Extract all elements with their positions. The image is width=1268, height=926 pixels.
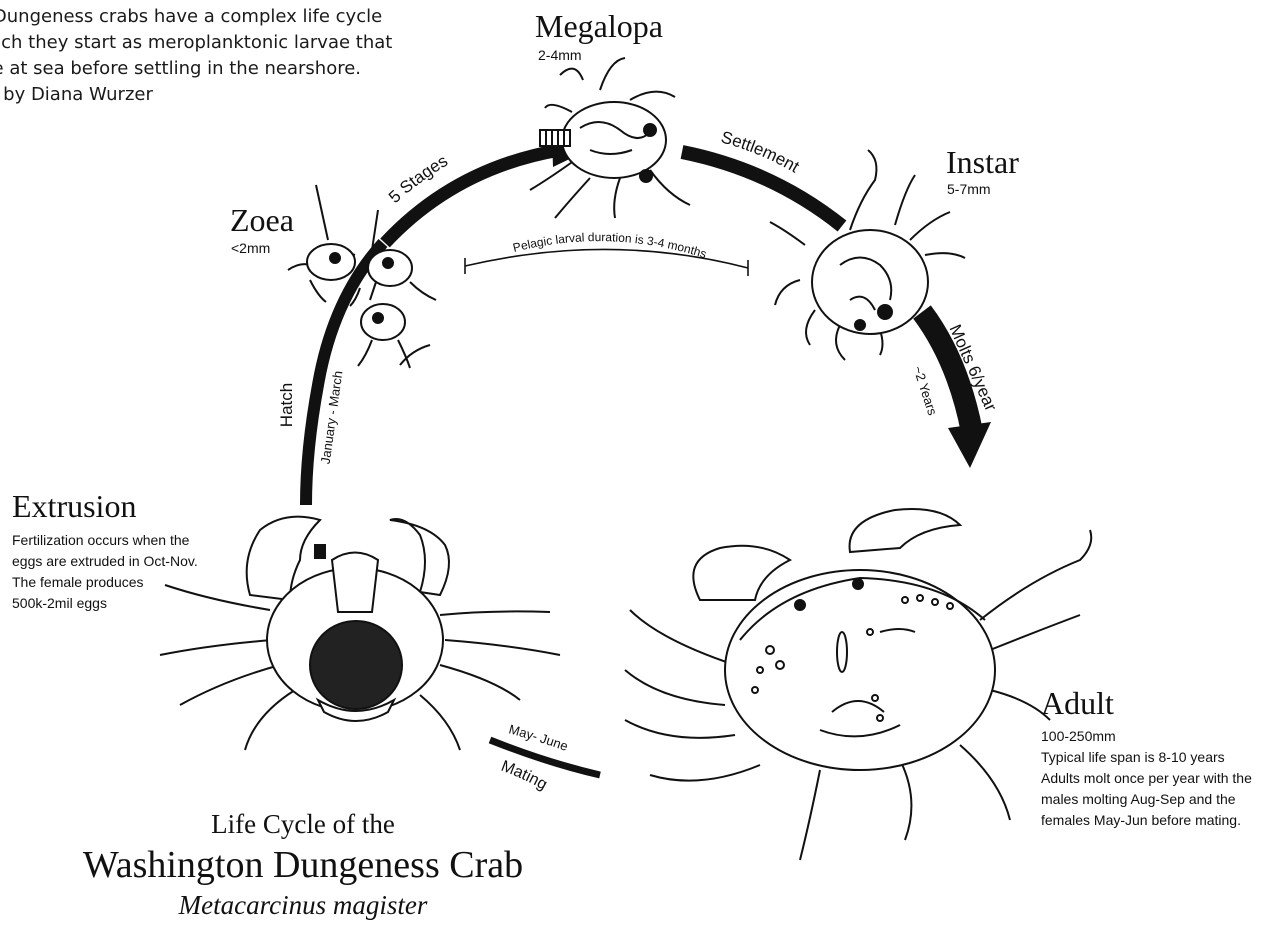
megalopa-illustration: [530, 58, 690, 218]
arrowhead: [948, 422, 991, 468]
stage-size-megalopa: 2-4mm: [538, 47, 582, 63]
scientific-name: Metacarcinus magister: [30, 888, 576, 922]
diagram-title: Life Cycle of the Washington Dungeness C…: [30, 806, 576, 922]
arrow-five-stages: [385, 150, 560, 243]
stage-title-zoea: Zoea: [230, 202, 294, 239]
title-line-2: Washington Dungeness Crab: [30, 842, 576, 888]
title-line-1: Life Cycle of the: [30, 806, 576, 842]
extrusion-illustration: [160, 517, 560, 750]
description-line: Adults molt once per year with the: [1041, 768, 1252, 789]
description-line: males molting Aug-Sep and the: [1041, 789, 1252, 810]
arrow-hatch-tail: [314, 544, 326, 559]
label-hatch: Hatch: [277, 383, 296, 427]
description-line: Typical life span is 8-10 years: [1041, 747, 1252, 768]
stage-title-adult: Adult: [1041, 685, 1114, 722]
label-pelagic-duration: Pelagic larval duration is 3-4 months: [511, 230, 708, 261]
label-two-years: ~2 Years: [910, 364, 940, 418]
stage-description-adult: 100-250mm Typical life span is 8-10 year…: [1041, 726, 1252, 831]
stage-title-megalopa: Megalopa: [535, 8, 663, 45]
stage-size-instar: 5-7mm: [947, 181, 991, 197]
description-line: The female produces: [12, 572, 198, 593]
description-line: 500k-2mil eggs: [12, 593, 198, 614]
description-line: females May-Jun before mating.: [1041, 810, 1252, 831]
label-mating: Mating: [499, 758, 550, 794]
arrow-settlement: [682, 152, 842, 226]
description-line: eggs are extruded in Oct-Nov.: [12, 551, 198, 572]
stage-title-instar: Instar: [946, 144, 1019, 181]
stage-description-extrusion: Fertilization occurs when the eggs are e…: [12, 530, 198, 614]
stage-size-zoea: <2mm: [231, 240, 270, 256]
adult-illustration: [625, 509, 1091, 860]
stage-title-extrusion: Extrusion: [12, 488, 136, 525]
description-line: 100-250mm: [1041, 726, 1252, 747]
description-line: Fertilization occurs when the: [12, 530, 198, 551]
